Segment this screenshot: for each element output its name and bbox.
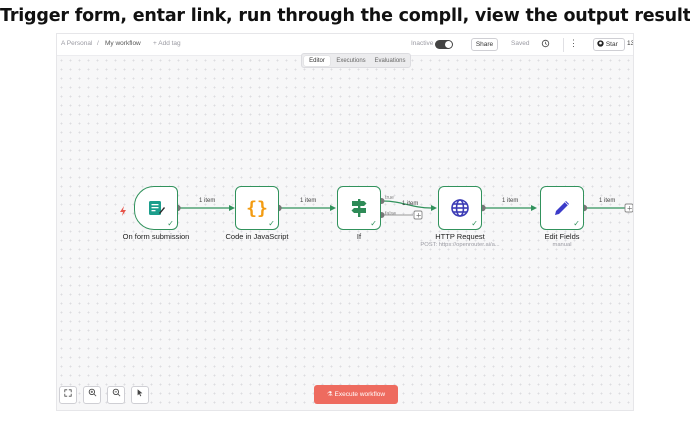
edge-item-count: 1 item [402,201,419,207]
execute-workflow-label: Execute workflow [334,391,386,398]
edge-item-count: 1 item [199,198,216,204]
tab-executions[interactable]: Executions [336,58,366,64]
execute-workflow-button[interactable]: ⚗ Execute workflow [314,385,398,404]
node-subtitle: manual [552,242,572,248]
zoom-in-icon [88,388,96,397]
node-label: Edit Fields [544,232,580,241]
node-http-request[interactable]: ✓ [438,186,482,230]
zoom-out-button[interactable] [107,386,125,404]
pencil-icon [541,187,583,229]
edge-item-count: 1 item [599,198,616,204]
form-icon [135,187,177,229]
add-tag-link[interactable]: + Add tag [153,40,181,47]
star-count: 13 [627,40,634,47]
trigger-bolt-icon [119,203,127,221]
node-label: Code in JavaScript [225,232,289,241]
workflow-canvas[interactable] [57,56,633,410]
zoom-in-button[interactable] [83,386,101,404]
if-true-port-label: true [385,195,394,201]
star-label: Star [605,41,618,48]
svg-text:+: + [416,212,422,220]
tidy-up-button[interactable] [131,386,149,404]
if-false-port-label: false [385,211,396,217]
active-status-label: Inactive [411,40,434,47]
saved-label: Saved [511,40,530,47]
breadcrumb-separator: / [97,40,99,47]
code-braces-icon: {} [246,197,268,219]
top-bar: A Personal / My workflow + Add tag Inact… [57,34,634,56]
node-code-javascript[interactable]: {} ✓ [235,186,279,230]
github-icon [597,40,606,48]
globe-icon [439,187,481,229]
fit-view-button[interactable] [59,386,77,404]
github-star-button[interactable]: Star [593,38,625,51]
svg-text:+: + [627,205,633,213]
node-edit-fields[interactable]: ✓ [540,186,584,230]
more-options-icon[interactable]: ⋮ [569,38,578,48]
zoom-out-icon [112,388,120,397]
node-label: On form submission [122,232,190,241]
success-check-icon: ✓ [167,219,174,228]
success-check-icon: ✓ [268,219,275,228]
view-tabs: Editor Executions Evaluations [301,53,411,68]
node-on-form-submission[interactable]: ✓ [134,186,178,230]
node-if[interactable]: ✓ [337,186,381,230]
fit-view-icon [64,389,72,397]
success-check-icon: ✓ [471,219,478,228]
success-check-icon: ✓ [573,219,580,228]
tab-evaluations[interactable]: Evaluations [374,58,406,64]
edge-item-count: 1 item [502,198,519,204]
breadcrumb-owner[interactable]: A Personal [61,40,93,47]
cursor-icon [137,389,143,397]
toolbar-divider [563,38,564,52]
workflow-editor: A Personal / My workflow + Add tag Inact… [56,33,634,411]
signpost-icon [338,187,380,229]
video-caption: Trigger form, entar link, run through th… [0,6,690,26]
history-icon[interactable] [541,39,550,50]
edge-item-count: 1 item [300,198,317,204]
node-subtitle: POST: https://openrouter.ai/a... [420,242,500,248]
tab-editor[interactable]: Editor [304,56,330,66]
flask-icon: ⚗ [326,391,335,398]
share-button[interactable]: Share [471,38,498,51]
success-check-icon: ✓ [370,219,377,228]
active-toggle[interactable] [435,40,453,49]
node-label: If [356,232,362,241]
workflow-name[interactable]: My workflow [105,40,141,47]
node-label: HTTP Request [435,232,485,241]
